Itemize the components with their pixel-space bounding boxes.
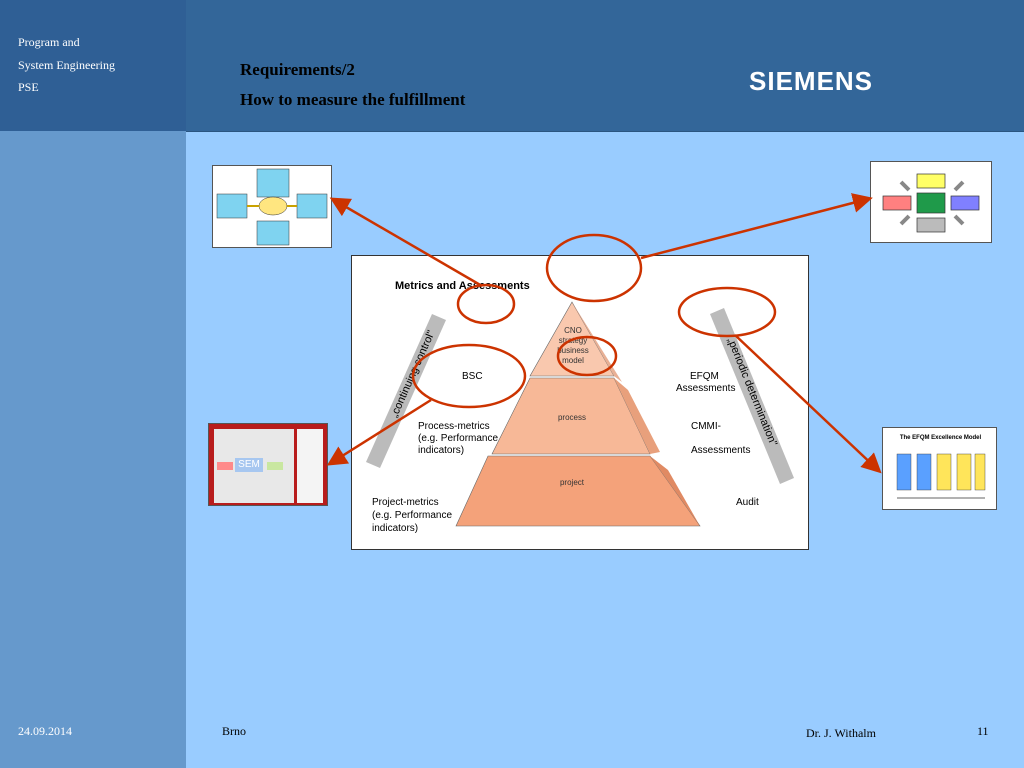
slide-subtitle: How to measure the fulfillment <box>240 90 466 109</box>
slide-title: Requirements/2 <box>240 60 355 79</box>
efqm-model-title: The EFQM Excellence Model <box>899 435 982 441</box>
footer-date: 24.09.2014 <box>18 724 72 738</box>
sidebar-line-2: System Engineering <box>18 58 115 72</box>
audit-label: Audit <box>736 497 759 508</box>
arrow-to-process-model <box>640 193 873 260</box>
project-metrics-line-2: (e.g. Performance <box>372 510 453 521</box>
cmmi-line-1: CMMI- <box>691 421 721 432</box>
efqm-diagram-icon <box>896 453 986 499</box>
project-metrics-line-1: Project-metrics <box>372 497 439 508</box>
pyramid-top-line-3: business <box>557 346 589 355</box>
bsc-diagram-icon <box>216 168 328 246</box>
footer-author: Dr. J. Withalm <box>806 726 876 740</box>
footer-location: Brno <box>222 724 246 738</box>
process-metrics-line-3: indicators) <box>418 445 465 456</box>
header-left-block <box>0 0 186 131</box>
cmmi-line-2: Assessments <box>691 445 751 456</box>
bsc-thumbnail <box>212 165 332 248</box>
pyramid-top-line-4: model <box>562 356 584 365</box>
sem-side-panel <box>297 429 323 503</box>
pyramid-middle-side <box>614 378 660 454</box>
pyramid-top-line-1: CNO <box>564 326 582 335</box>
sem-pink-box <box>217 462 233 470</box>
metrics-assessments-figure: Metrics and Assessments „continuing cont… <box>351 255 809 550</box>
project-metrics-line-3: indicators) <box>372 523 419 534</box>
bsc-label: BSC <box>462 371 483 382</box>
sem-thumbnail: SEM <box>208 423 328 506</box>
efqm-thumbnail: The EFQM Excellence Model <box>882 427 997 510</box>
efqm-line-2: Assessments <box>676 383 736 394</box>
pyramid-top-line-2: strategy <box>558 336 588 345</box>
siemens-logo: SIEMENS <box>749 66 874 96</box>
sidebar-line-1: Program and <box>18 35 80 49</box>
process-metrics-line-1: Process-metrics <box>418 421 490 432</box>
footer-page-number: 11 <box>977 724 989 738</box>
process-model-diagram-icon <box>882 173 980 233</box>
left-sidebar-strip <box>0 131 186 768</box>
pyramid-bottom-side <box>650 456 700 526</box>
sem-green-box <box>267 462 283 470</box>
efqm-line-1: EFQM <box>690 371 719 382</box>
pyramid-middle-label: process <box>557 413 586 422</box>
process-model-thumbnail <box>870 161 992 243</box>
sem-label: SEM <box>235 458 263 472</box>
process-metrics-line-2: (e.g. Performance <box>418 433 499 444</box>
pyramid-bottom-label: project <box>559 478 584 487</box>
sidebar-line-3: PSE <box>18 80 39 94</box>
